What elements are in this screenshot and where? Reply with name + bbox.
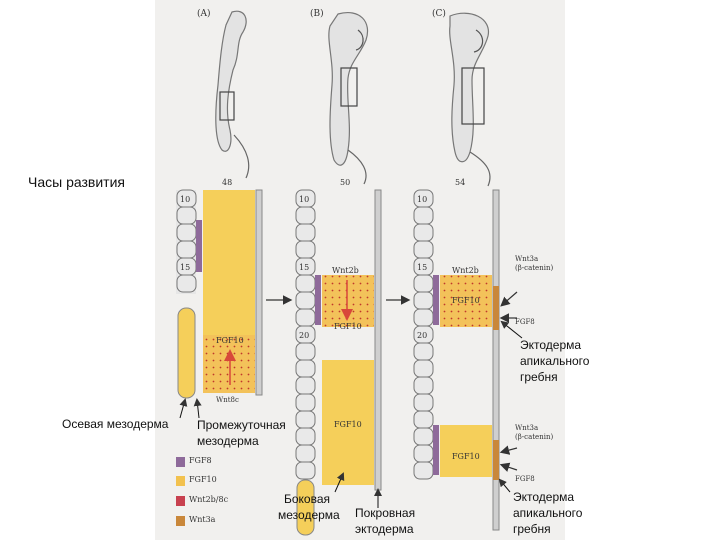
wnt3a-bottom-line2: (β-catenin)	[515, 433, 554, 441]
lateral-mesoderm-label: Боковая мезодерма	[278, 491, 340, 523]
intermediate-line1: Промежуточная	[197, 418, 286, 432]
legend-label-fgf8: FGF8	[189, 456, 212, 465]
hour-54: 54	[455, 178, 466, 187]
wnt8c-label-p1: Wnt8c	[216, 396, 239, 404]
wnt3a-top-line2: (β-catenin)	[515, 264, 554, 272]
panel-50h	[295, 189, 382, 536]
embryo-b	[328, 12, 369, 185]
legend-swatch-wnt3a	[176, 516, 185, 526]
lateral-line2: мезодерма	[278, 508, 340, 522]
aer-top-line1: Эктодерма	[520, 338, 582, 352]
embryo-c	[449, 12, 491, 187]
hour-48: 48	[222, 178, 233, 187]
somite-15-p2: 15	[299, 263, 310, 272]
wnt3a-label-top: Wnt3a (β-catenin)	[515, 255, 553, 273]
fgf8-label-bottom: FGF8	[515, 475, 535, 483]
intermediate-mesoderm-label: Промежуточная мезодерма	[197, 417, 286, 449]
wnt2b-label-p2: Wnt2b	[332, 266, 359, 275]
somite-20-p3: 20	[417, 331, 428, 340]
surface-ectoderm-label: Покровная эктодерма	[355, 505, 415, 537]
embryo-illustrations	[215, 10, 491, 187]
fgf10-label-p3a: FGF10	[452, 296, 480, 305]
stage-label-a: (A)	[197, 9, 211, 19]
wnt3a-top-line1: Wnt3a	[515, 255, 539, 263]
somite-15-p3: 15	[417, 263, 428, 272]
legend-swatch-wnt2b8c	[176, 496, 185, 506]
aer-bottom-line1: Эктодерма	[513, 490, 575, 504]
somite-15-p1: 15	[180, 263, 191, 272]
fgf10-label-p3b: FGF10	[452, 452, 480, 461]
aer-ectoderm-label-top: Эктодерма апикального гребня	[520, 337, 589, 385]
hour-50: 50	[340, 178, 351, 187]
panel-48h	[176, 189, 263, 399]
legend-label-fgf10: FGF10	[189, 475, 217, 484]
surface-line2: эктодерма	[355, 522, 414, 536]
aer-top-line3: гребня	[520, 370, 558, 384]
somite-10-p3: 10	[417, 195, 428, 204]
wnt3a-label-bottom: Wnt3a (β-catenin)	[515, 424, 553, 442]
fgf8-label-top: FGF8	[515, 318, 535, 326]
fgf10-label-p1: FGF10	[216, 336, 244, 345]
axial-mesoderm-label: Осевая мезодерма	[62, 417, 169, 431]
fgf10-label-p2a: FGF10	[334, 322, 362, 331]
stage-label-c: (C)	[432, 9, 446, 19]
development-hours-label: Часы развития	[28, 174, 125, 190]
somite-10-p2: 10	[299, 195, 310, 204]
somite-10-p1: 10	[180, 195, 191, 204]
intermediate-line2: мезодерма	[197, 434, 259, 448]
wnt2b-label-p3: Wnt2b	[452, 266, 479, 275]
aer-top-line2: апикального	[520, 354, 590, 368]
surface-line1: Покровная	[355, 506, 416, 520]
legend-swatch-fgf10	[176, 476, 185, 486]
legend-swatch-fgf8	[176, 457, 185, 467]
lateral-line1: Боковая	[284, 492, 331, 506]
embryo-a	[215, 10, 250, 179]
panel-54h	[413, 189, 518, 531]
fgf10-label-p2b: FGF10	[334, 420, 362, 429]
aer-bottom-line3: гребня	[513, 522, 551, 536]
stage-label-b: (B)	[310, 9, 324, 19]
legend-label-wnt3a: Wnt3a	[189, 515, 216, 524]
somite-20-p2: 20	[299, 331, 310, 340]
aer-ectoderm-label-bottom: Эктодерма апикального гребня	[513, 489, 582, 537]
wnt3a-bottom-line1: Wnt3a	[515, 424, 539, 432]
legend-label-wnt2b8c: Wnt2b/8c	[189, 495, 229, 504]
aer-bottom-line2: апикального	[513, 506, 583, 520]
